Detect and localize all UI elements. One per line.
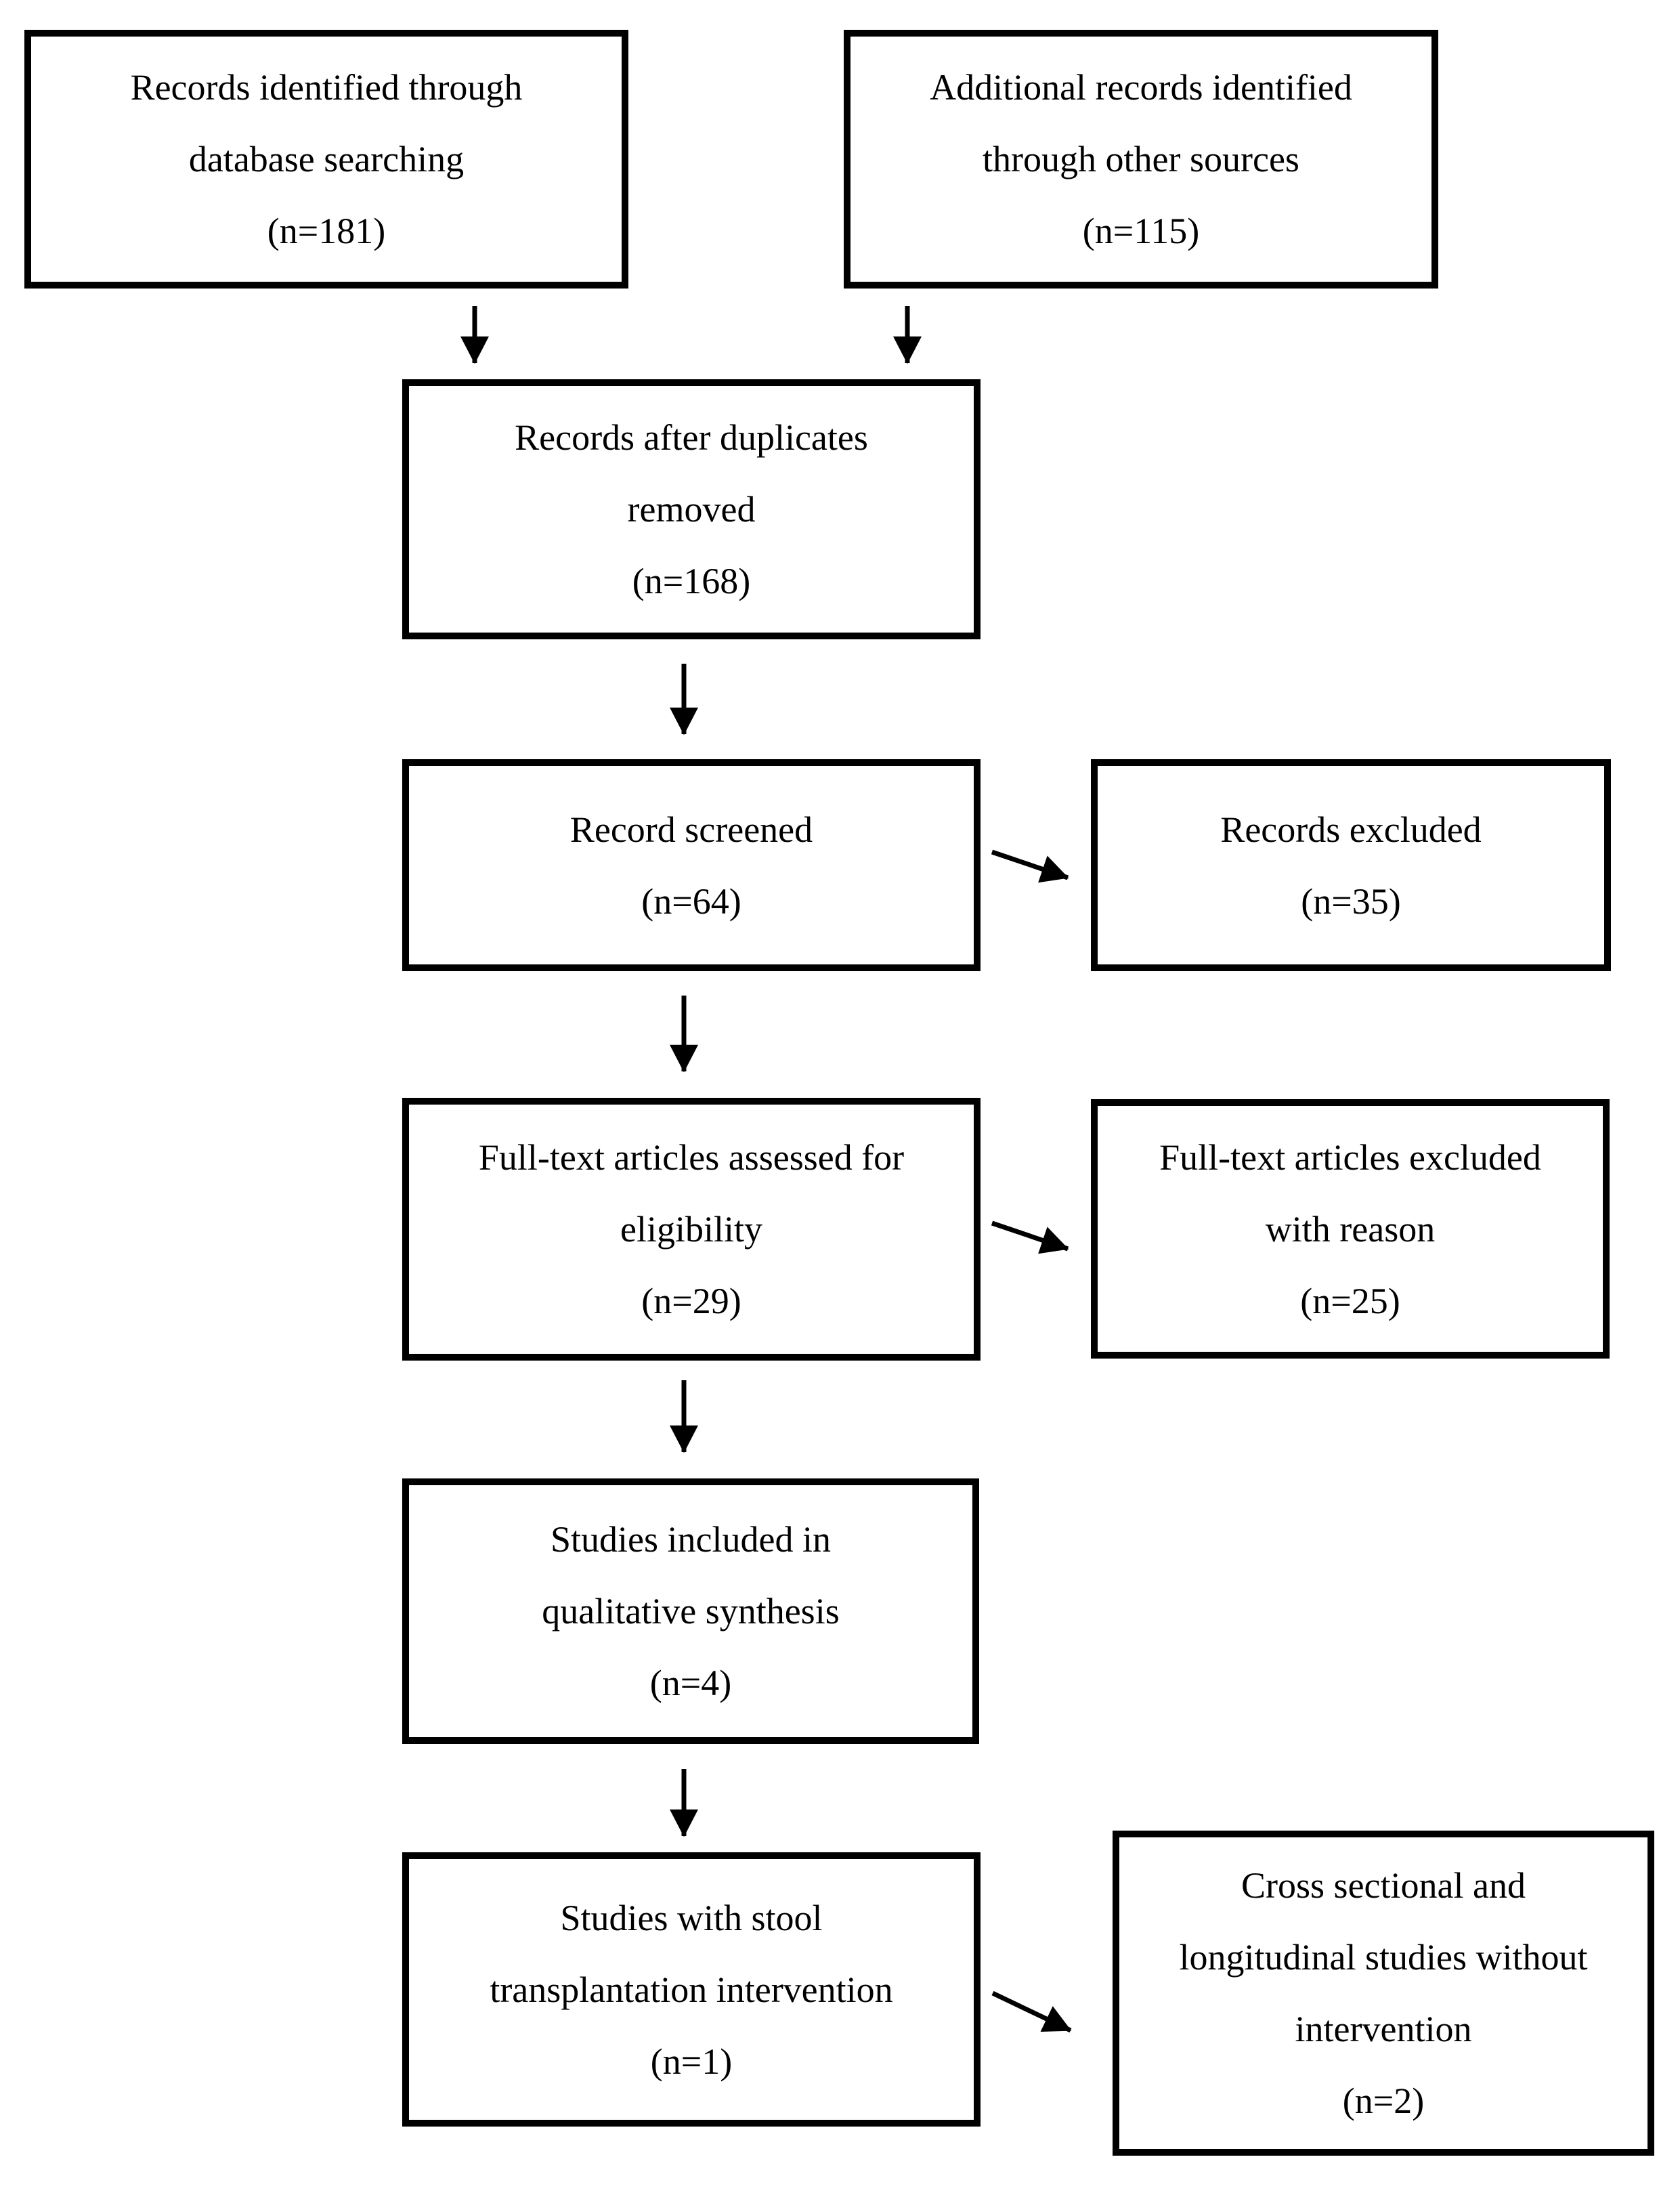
box-count: (n=64) bbox=[641, 880, 741, 922]
box-fulltext-articles-excluded: Full-text articles excluded with reason … bbox=[1091, 1099, 1610, 1359]
box-line: Records identified through bbox=[130, 67, 523, 108]
box-line: Studies included in bbox=[551, 1519, 831, 1560]
box-line: Studies with stool bbox=[560, 1897, 823, 1938]
box-line: Records excluded bbox=[1220, 809, 1482, 850]
arrow-screened-to-excluded bbox=[991, 849, 1069, 883]
box-line: database searching bbox=[188, 139, 465, 179]
box-additional-records-other-sources: Additional records identified through ot… bbox=[844, 30, 1438, 289]
box-cross-sectional-longitudinal: Cross sectional and longitudinal studies… bbox=[1113, 1831, 1654, 2156]
box-count: (n=168) bbox=[632, 561, 751, 601]
arrow-stool-to-crosssectional bbox=[991, 1990, 1072, 2033]
box-count: (n=4) bbox=[649, 1663, 732, 1703]
box-line: qualitative synthesis bbox=[542, 1591, 840, 1631]
box-records-identified-database: Records identified through database sear… bbox=[24, 30, 628, 289]
box-line: Cross sectional and bbox=[1241, 1865, 1526, 1906]
box-count: (n=115) bbox=[1082, 211, 1200, 251]
box-fulltext-articles-assessed: Full-text articles assessed for eligibil… bbox=[402, 1098, 981, 1361]
box-line: eligibility bbox=[620, 1209, 762, 1250]
box-line: intervention bbox=[1295, 2009, 1472, 2049]
box-count: (n=1) bbox=[650, 2041, 733, 2082]
box-line: Full-text articles excluded bbox=[1159, 1136, 1541, 1178]
box-records-after-duplicates-removed: Records after duplicates removed (n=168) bbox=[402, 379, 981, 639]
box-line: with reason bbox=[1265, 1208, 1436, 1250]
box-line: removed bbox=[627, 489, 756, 530]
box-count: (n=181) bbox=[267, 211, 386, 251]
box-line: Record screened bbox=[569, 809, 813, 850]
box-line: Records after duplicates bbox=[515, 417, 868, 458]
box-line: transplantation intervention bbox=[490, 1969, 893, 2010]
arrow-fulltext-to-excluded bbox=[991, 1220, 1069, 1254]
box-records-excluded: Records excluded (n=35) bbox=[1091, 759, 1611, 971]
box-count: (n=29) bbox=[641, 1281, 741, 1321]
box-line: Additional records identified bbox=[930, 67, 1352, 108]
box-line: through other sources bbox=[983, 139, 1299, 179]
box-line: Full-text articles assessed for bbox=[478, 1137, 905, 1178]
box-studies-included-qualitative: Studies included in qualitative synthesi… bbox=[402, 1478, 979, 1744]
box-line: longitudinal studies without bbox=[1179, 1937, 1588, 1978]
box-studies-stool-transplantation: Studies with stool transplantation inter… bbox=[402, 1852, 981, 2127]
box-count: (n=25) bbox=[1300, 1280, 1400, 1321]
box-count: (n=35) bbox=[1301, 880, 1401, 922]
box-count: (n=2) bbox=[1342, 2081, 1425, 2121]
box-records-screened: Record screened (n=64) bbox=[402, 759, 981, 971]
